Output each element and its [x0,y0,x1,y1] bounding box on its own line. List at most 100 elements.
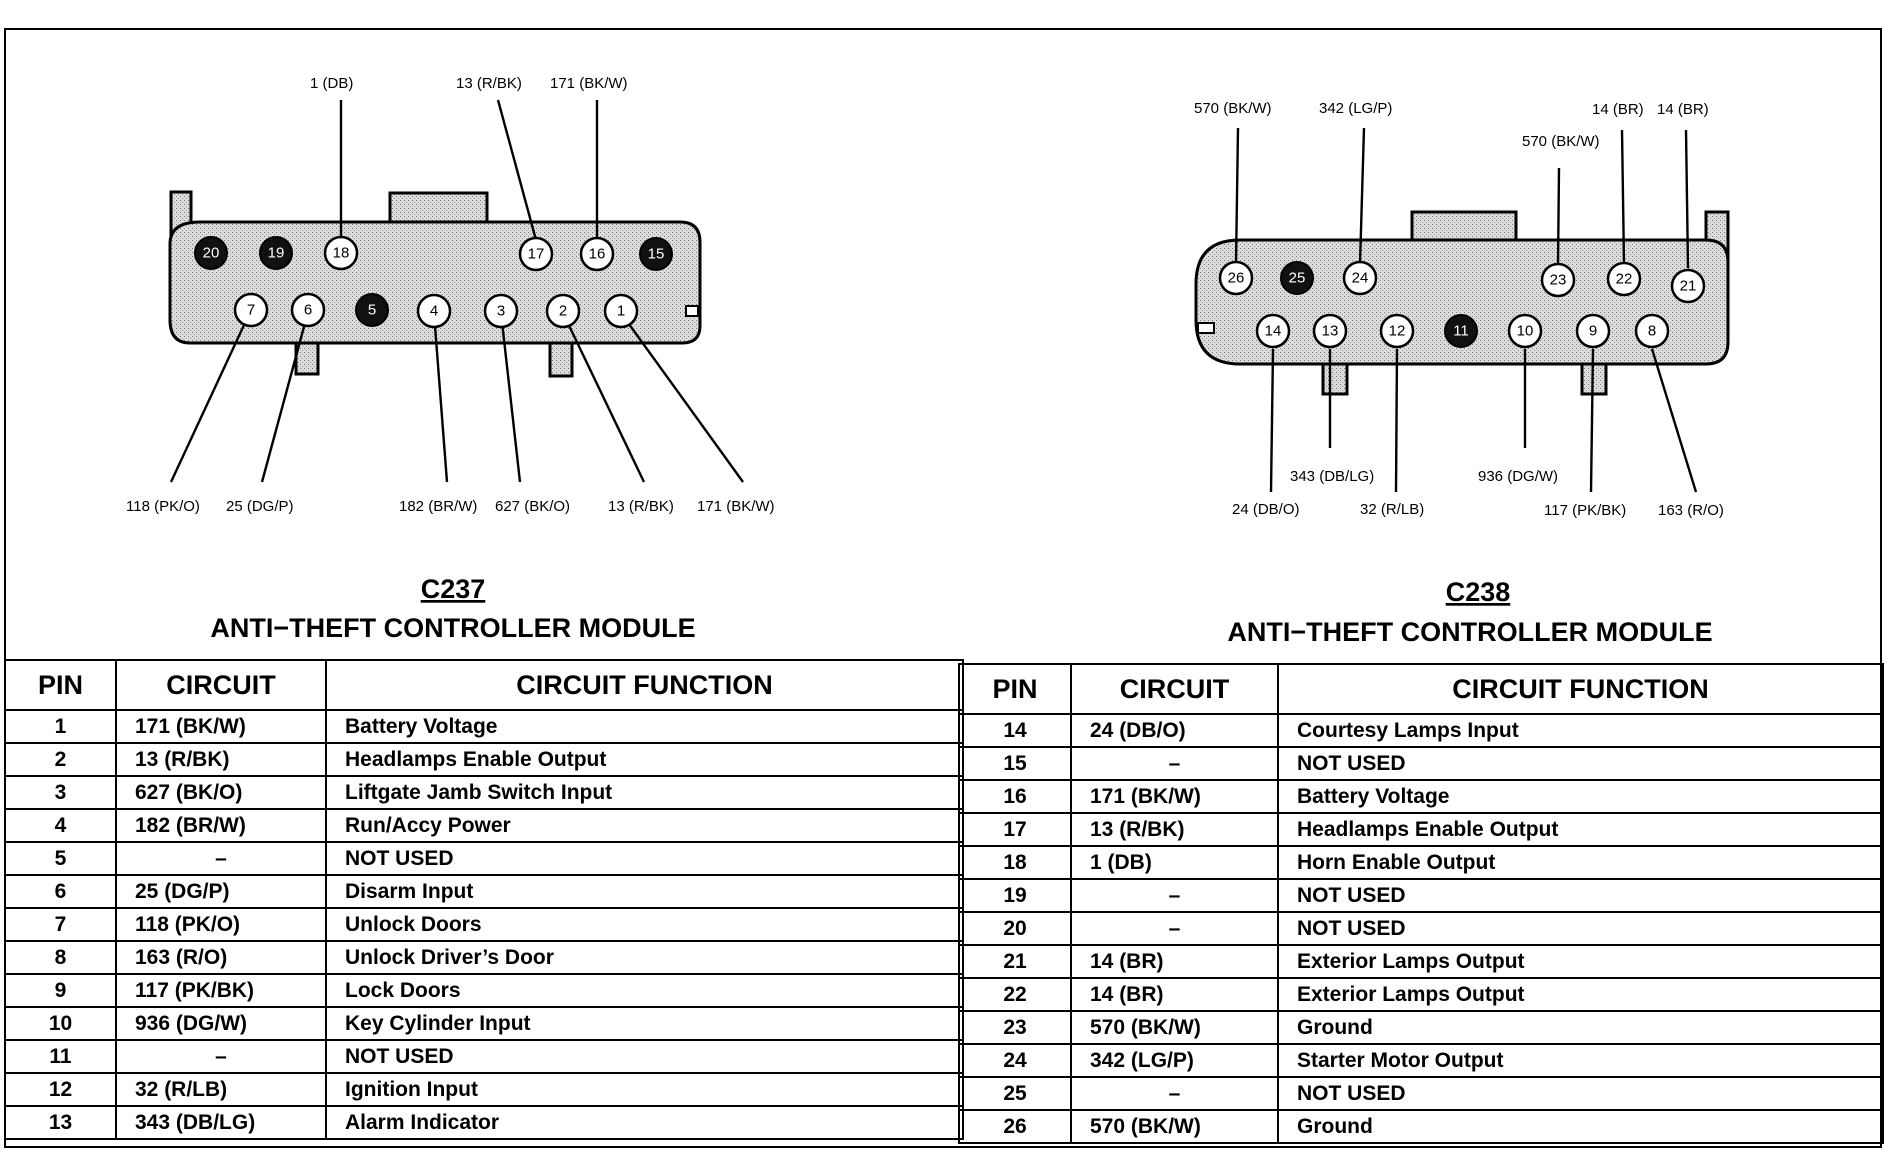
pin-24-label: 24 [1352,270,1369,287]
wire-label: 171 (BK/W) [697,498,775,515]
circuit-cell: – [1070,911,1279,946]
c237-pins: 20 19 18 17 16 15 7 6 5 4 3 2 1 [194,235,673,329]
pin-12-label: 12 [1389,323,1406,340]
connector-diagram: 20 19 18 17 16 15 7 6 5 4 3 2 1 26 25 24… [126,75,1730,647]
function-cell: Ground [1277,1109,1884,1144]
circuit-cell: 117 (PK/BK) [115,973,327,1008]
pin-18: 18 [323,235,359,271]
function-cell: Battery Voltage [1277,779,1884,814]
function-cell: Unlock Driver’s Door [325,940,964,975]
pin-21: 21 [1670,268,1706,304]
wire-label: 570 (BK/W) [1522,133,1600,150]
pin-18-label: 18 [333,245,350,262]
circuit-cell: 118 (PK/O) [115,907,327,942]
circuit-cell: 14 (BR) [1070,977,1279,1012]
function-cell: Ignition Input [325,1072,964,1107]
c238-wires [1234,127,1698,493]
pin-cell: 1 [4,709,117,744]
pin-cell: 8 [4,940,117,975]
pin-16: 16 [579,236,615,272]
wire-label: 24 (DB/O) [1232,501,1300,518]
pin-20-label: 20 [203,245,220,262]
pin-8-label: 8 [1648,323,1656,340]
wire-label: 936 (DG/W) [1478,468,1558,485]
pin-14: 14 [1255,313,1291,349]
function-cell: Lock Doors [325,973,964,1008]
pin-3: 3 [483,293,519,329]
pin-cell: 21 [958,944,1072,979]
pin-25-label: 25 [1289,270,1306,287]
pin-15: 15 [639,237,673,271]
wire-label: 13 (R/BK) [608,498,674,515]
pin-cell: 10 [4,1006,117,1041]
pin-2: 2 [545,293,581,329]
pin-11-label: 11 [1453,323,1469,340]
pin-cell: 12 [4,1072,117,1107]
pin-21-label: 21 [1680,278,1697,295]
circuit-cell: – [1070,878,1279,913]
table-row: 19–NOT USED [958,878,1884,913]
pin-2-label: 2 [559,303,567,320]
circuit-column-header: CIRCUIT [115,659,327,711]
wire-label: 14 (BR) [1592,101,1644,118]
pin-cell: 15 [958,746,1072,781]
pin-cell: 25 [958,1076,1072,1111]
pin-3-label: 3 [497,303,505,320]
function-cell: NOT USED [325,1039,964,1074]
c238-wire-labels: 570 (BK/W) 342 (LG/P) 570 (BK/W) 14 (BR)… [1194,100,1724,519]
wire-label: 343 (DB/LG) [1290,468,1374,485]
pin-23-label: 23 [1550,272,1567,289]
wire-label: 14 (BR) [1657,101,1709,118]
pin-10: 10 [1507,313,1543,349]
circuit-cell: 342 (LG/P) [1070,1043,1279,1078]
table-row: 25–NOT USED [958,1076,1884,1111]
pin-19-label: 19 [268,245,285,262]
pin-13-label: 13 [1322,323,1339,340]
function-cell: Exterior Lamps Output [1277,944,1884,979]
pin-cell: 7 [4,907,117,942]
pin-9-label: 9 [1589,323,1597,340]
pin-8: 8 [1634,313,1670,349]
pin-1: 1 [603,293,639,329]
pin-cell: 2 [4,742,117,777]
function-cell: Starter Motor Output [1277,1043,1884,1078]
pin-4: 4 [416,293,452,329]
wire-label: 182 (BR/W) [399,498,477,515]
function-cell: NOT USED [1277,911,1884,946]
circuit-cell: 627 (BK/O) [115,775,327,810]
pin-17: 17 [518,236,554,272]
c238-connector-id: C238 [1446,577,1511,607]
circuit-cell: – [115,841,327,876]
pin-9: 9 [1575,313,1611,349]
table-row: 5–NOT USED [4,841,964,876]
table-header-row: PIN CIRCUIT CIRCUIT FUNCTION [958,663,1884,715]
pin-column-header: PIN [4,659,117,711]
c238-connector-body [1194,210,1730,396]
pin-24: 24 [1342,260,1378,296]
pin-13: 13 [1312,313,1348,349]
circuit-cell: 32 (R/LB) [115,1072,327,1107]
wire-label: 627 (BK/O) [495,498,570,515]
pin-cell: 20 [958,911,1072,946]
circuit-cell: 936 (DG/W) [115,1006,327,1041]
c237-wires [169,99,744,483]
pin-cell: 9 [4,973,117,1008]
pin-cell: 3 [4,775,117,810]
function-cell: NOT USED [1277,878,1884,913]
circuit-cell: 343 (DB/LG) [115,1105,327,1140]
wire-label: 570 (BK/W) [1194,100,1272,117]
circuit-cell: 171 (BK/W) [115,709,327,744]
pin-1-label: 1 [617,303,625,320]
